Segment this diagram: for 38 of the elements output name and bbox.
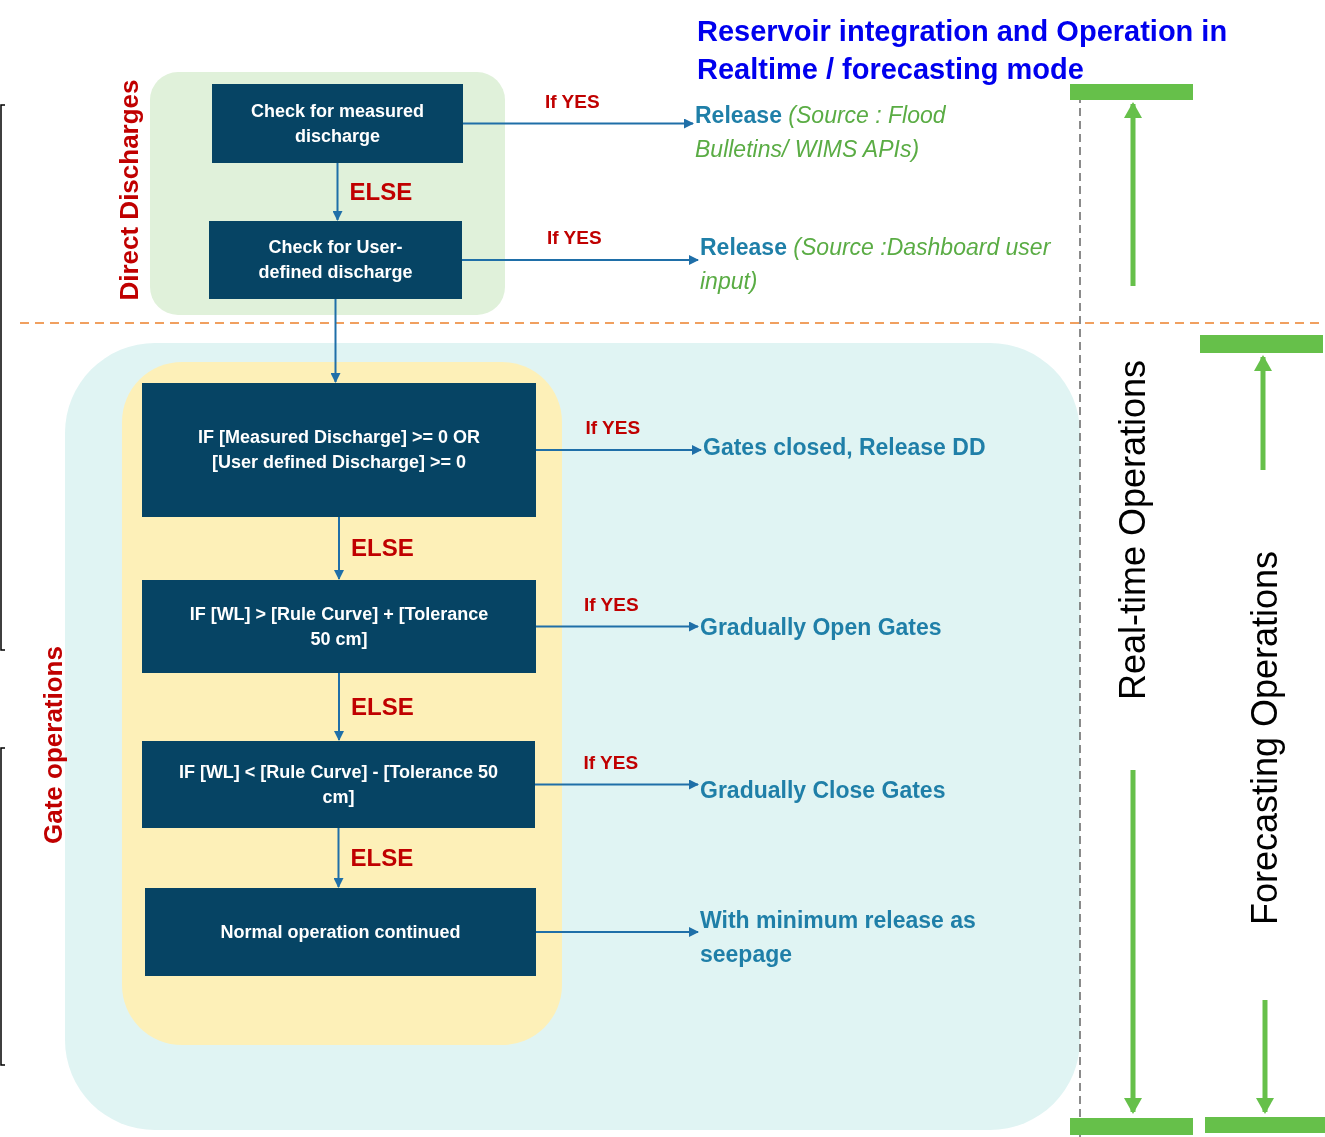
range-label: Real-time Operations: [1111, 358, 1154, 703]
edge-label: If YES: [545, 89, 600, 114]
arrow: [461, 255, 699, 265]
arrow: [334, 672, 344, 741]
decision-box: IF [Measured Discharge] >= 0 OR [User defined Discharge] >= 0: [142, 383, 536, 517]
arrow: [332, 162, 343, 221]
arrow: [534, 779, 699, 790]
outcome-text: Gradually Open Gates: [700, 610, 1030, 646]
diagram-title: Reservoir integration and Operation in Realtime / forecasting mode: [697, 14, 1229, 87]
edge-label: If YES: [583, 750, 639, 775]
edge-label: If YES: [585, 416, 641, 440]
arrow: [535, 927, 699, 937]
edge-label: If YES: [547, 226, 602, 250]
arrow: [334, 516, 344, 580]
edge-label: ELSE: [349, 177, 413, 206]
decision-box: IF [WL] > [Rule Curve] + [Tolerance 50 cm]: [142, 580, 536, 673]
arrow: [462, 118, 694, 129]
outcome-text: Release (Source : Flood Bulletins/ WIMS APIs): [695, 98, 1025, 164]
group-panel: [122, 362, 562, 1045]
outcome-text: Gates closed, Release DD: [703, 430, 1073, 466]
arrow: [535, 445, 702, 455]
outcome-text: Release (Source :Dashboard user input): [700, 230, 1070, 296]
decision-box: IF [WL] < [Rule Curve] - [Tolerance 50 cm]: [142, 741, 535, 828]
decision-box: Check for User-defined discharge: [209, 221, 462, 299]
outcome-text: With minimum release as seepage: [700, 903, 1070, 975]
decision-box: Check for measured discharge: [212, 84, 463, 163]
edge-label: ELSE: [350, 843, 414, 872]
edge-label: ELSE: [351, 692, 414, 721]
section-heading: Direct Discharges: [113, 78, 145, 303]
decision-box: Normal operation continued: [145, 888, 536, 976]
outcome-text: Gradually Close Gates: [700, 773, 1030, 809]
arrow: [330, 298, 341, 383]
edge-label: If YES: [584, 592, 639, 617]
section-heading: Gate operations: [37, 645, 69, 846]
edge-label: ELSE: [351, 534, 414, 562]
arrow: [333, 827, 344, 888]
range-label: Forecasting Operations: [1243, 549, 1286, 928]
arrow: [535, 621, 699, 632]
